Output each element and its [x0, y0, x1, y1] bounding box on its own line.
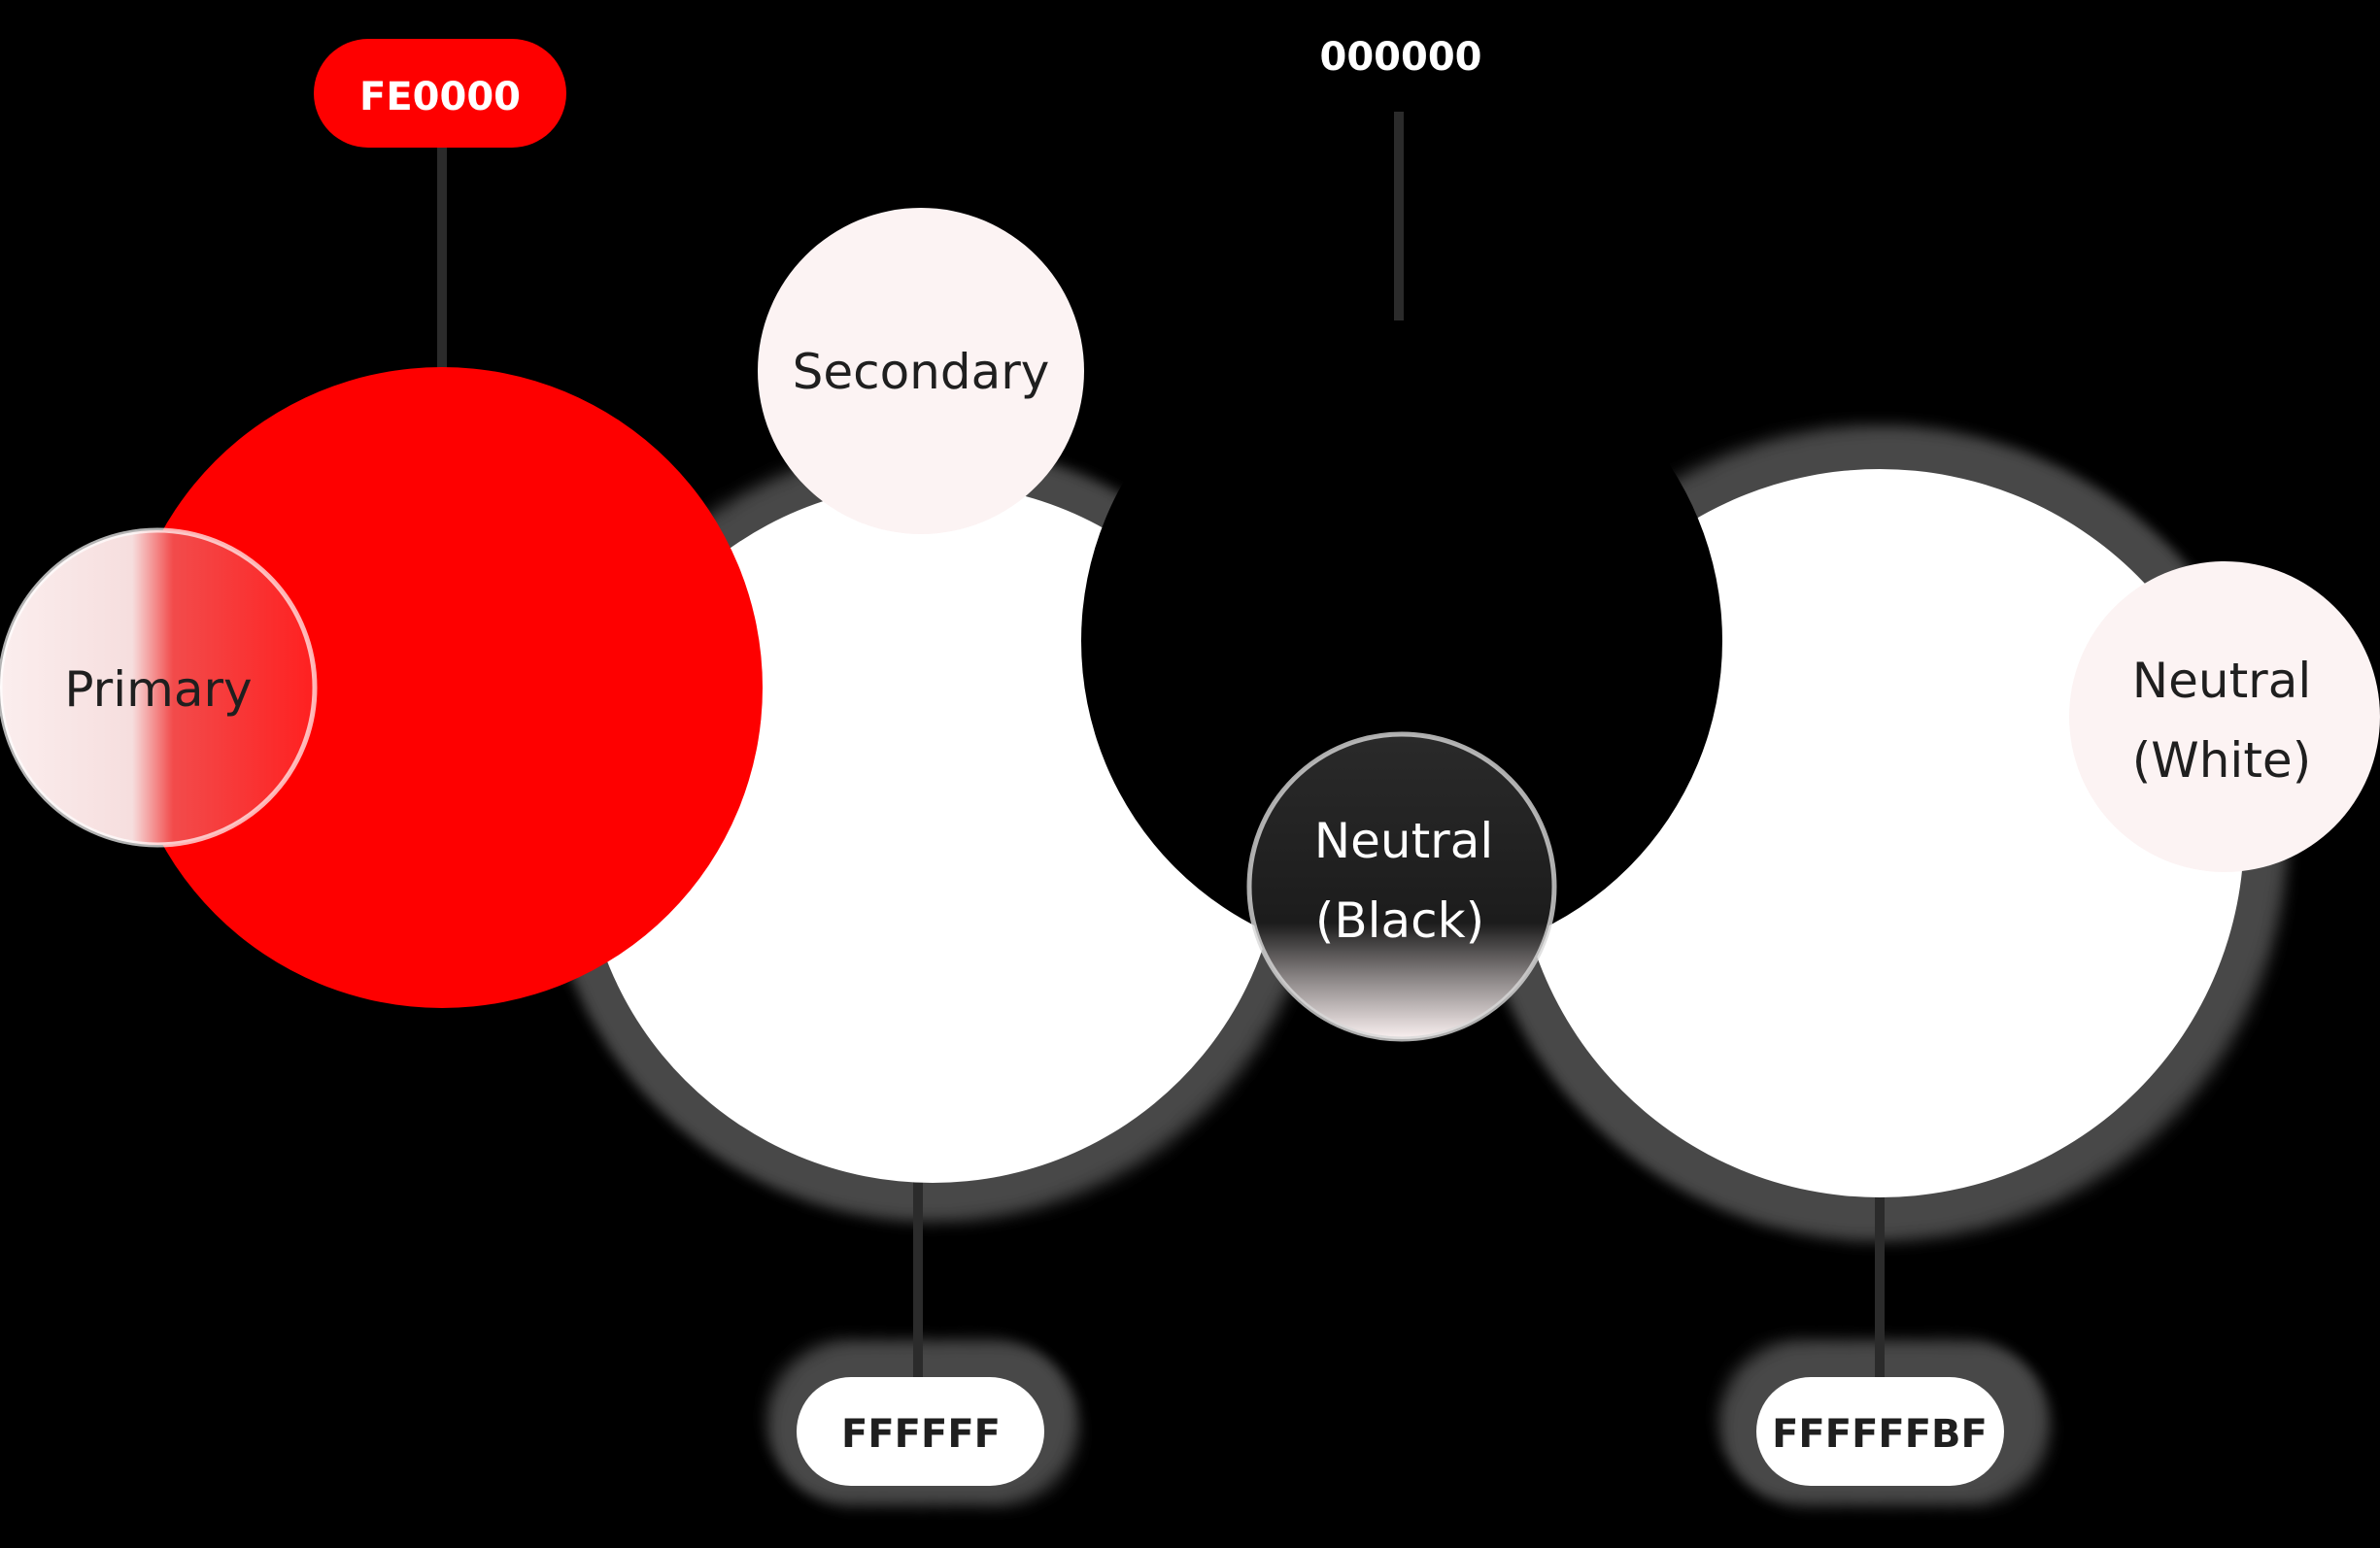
primary-label: Primary: [64, 661, 252, 718]
secondary-code-pill: [797, 1377, 1044, 1486]
neutral-white-label-line1: Neutral: [2132, 653, 2312, 709]
primary-chip: [0, 527, 318, 848]
neutral-black-chip: [1246, 731, 1557, 1042]
neutral-white-chip: [2069, 561, 2380, 872]
secondary-label: Secondary: [793, 344, 1050, 400]
neutral-black-label-line2: (Black): [1315, 892, 1484, 949]
primary-code: FE0000: [359, 75, 521, 119]
neutral-black-circle: [1081, 320, 1722, 961]
neutral-white-code: FFFFFFBF: [1772, 1412, 1988, 1457]
secondary-chip: [758, 208, 1084, 534]
neutral-white-code-pill: [1756, 1377, 2004, 1486]
neutral-black-label-line1: Neutral: [1314, 813, 1494, 869]
neutral-white-label-line2: (White): [2132, 732, 2311, 789]
primary-code-pill: [314, 39, 566, 148]
connector-lines: [437, 112, 1885, 1379]
neutral-black-code: 000000: [1320, 35, 1482, 80]
secondary-code: FFFFFF: [841, 1412, 1001, 1457]
primary-circle: [121, 367, 763, 1008]
